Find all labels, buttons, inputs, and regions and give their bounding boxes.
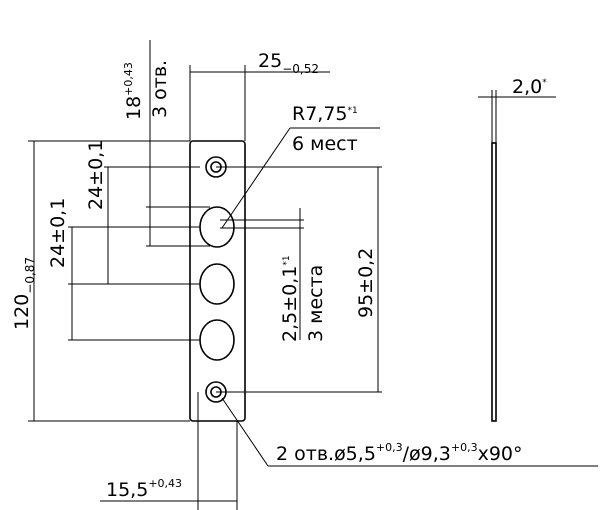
span-label: 95±0,2 — [355, 248, 377, 318]
large-hole-1 — [199, 206, 235, 248]
width-value: 25−0,52 — [258, 50, 319, 76]
edge-value: 15,5+0,43 — [106, 477, 182, 501]
mount-leader — [221, 397, 269, 467]
holes-top-count: 3 отв. — [149, 60, 171, 118]
svg-text:18+0,43: 18+0,43 — [122, 62, 145, 120]
mount-holes-label: 2 отв.ø5,5+0,3/ø9,3+0,3x90° — [276, 441, 523, 465]
radius-leader — [221, 127, 291, 229]
svg-text:95±0,2: 95±0,2 — [355, 248, 377, 318]
large-hole-3 — [199, 319, 235, 361]
radius-value: R7,75*1 — [292, 103, 358, 125]
radius-count: 6 мест — [292, 133, 358, 155]
svg-text:3 отв.: 3 отв. — [149, 60, 171, 118]
height-label: 120−0,87 — [11, 257, 37, 330]
svg-text:2,5±0,1*1: 2,5±0,1*1 — [279, 255, 301, 342]
svg-text:120−0,87: 120−0,87 — [11, 257, 37, 330]
slot-count: 3 места — [305, 265, 327, 342]
holes-top-label: 18+0,43 — [122, 62, 145, 120]
side-view-plate — [491, 142, 497, 422]
svg-text:24±0,1: 24±0,1 — [47, 198, 69, 268]
pitch-b-label: 24±0,1 — [85, 140, 107, 210]
slot-label: 2,5±0,1*1 — [279, 255, 301, 342]
svg-text:24±0,1: 24±0,1 — [85, 140, 107, 210]
plate-outline — [189, 140, 246, 422]
large-hole-2 — [199, 263, 235, 305]
thickness-value: 2,0* — [512, 76, 547, 98]
svg-text:3 места: 3 места — [305, 265, 327, 342]
pitch-a-label: 24±0,1 — [47, 198, 69, 268]
